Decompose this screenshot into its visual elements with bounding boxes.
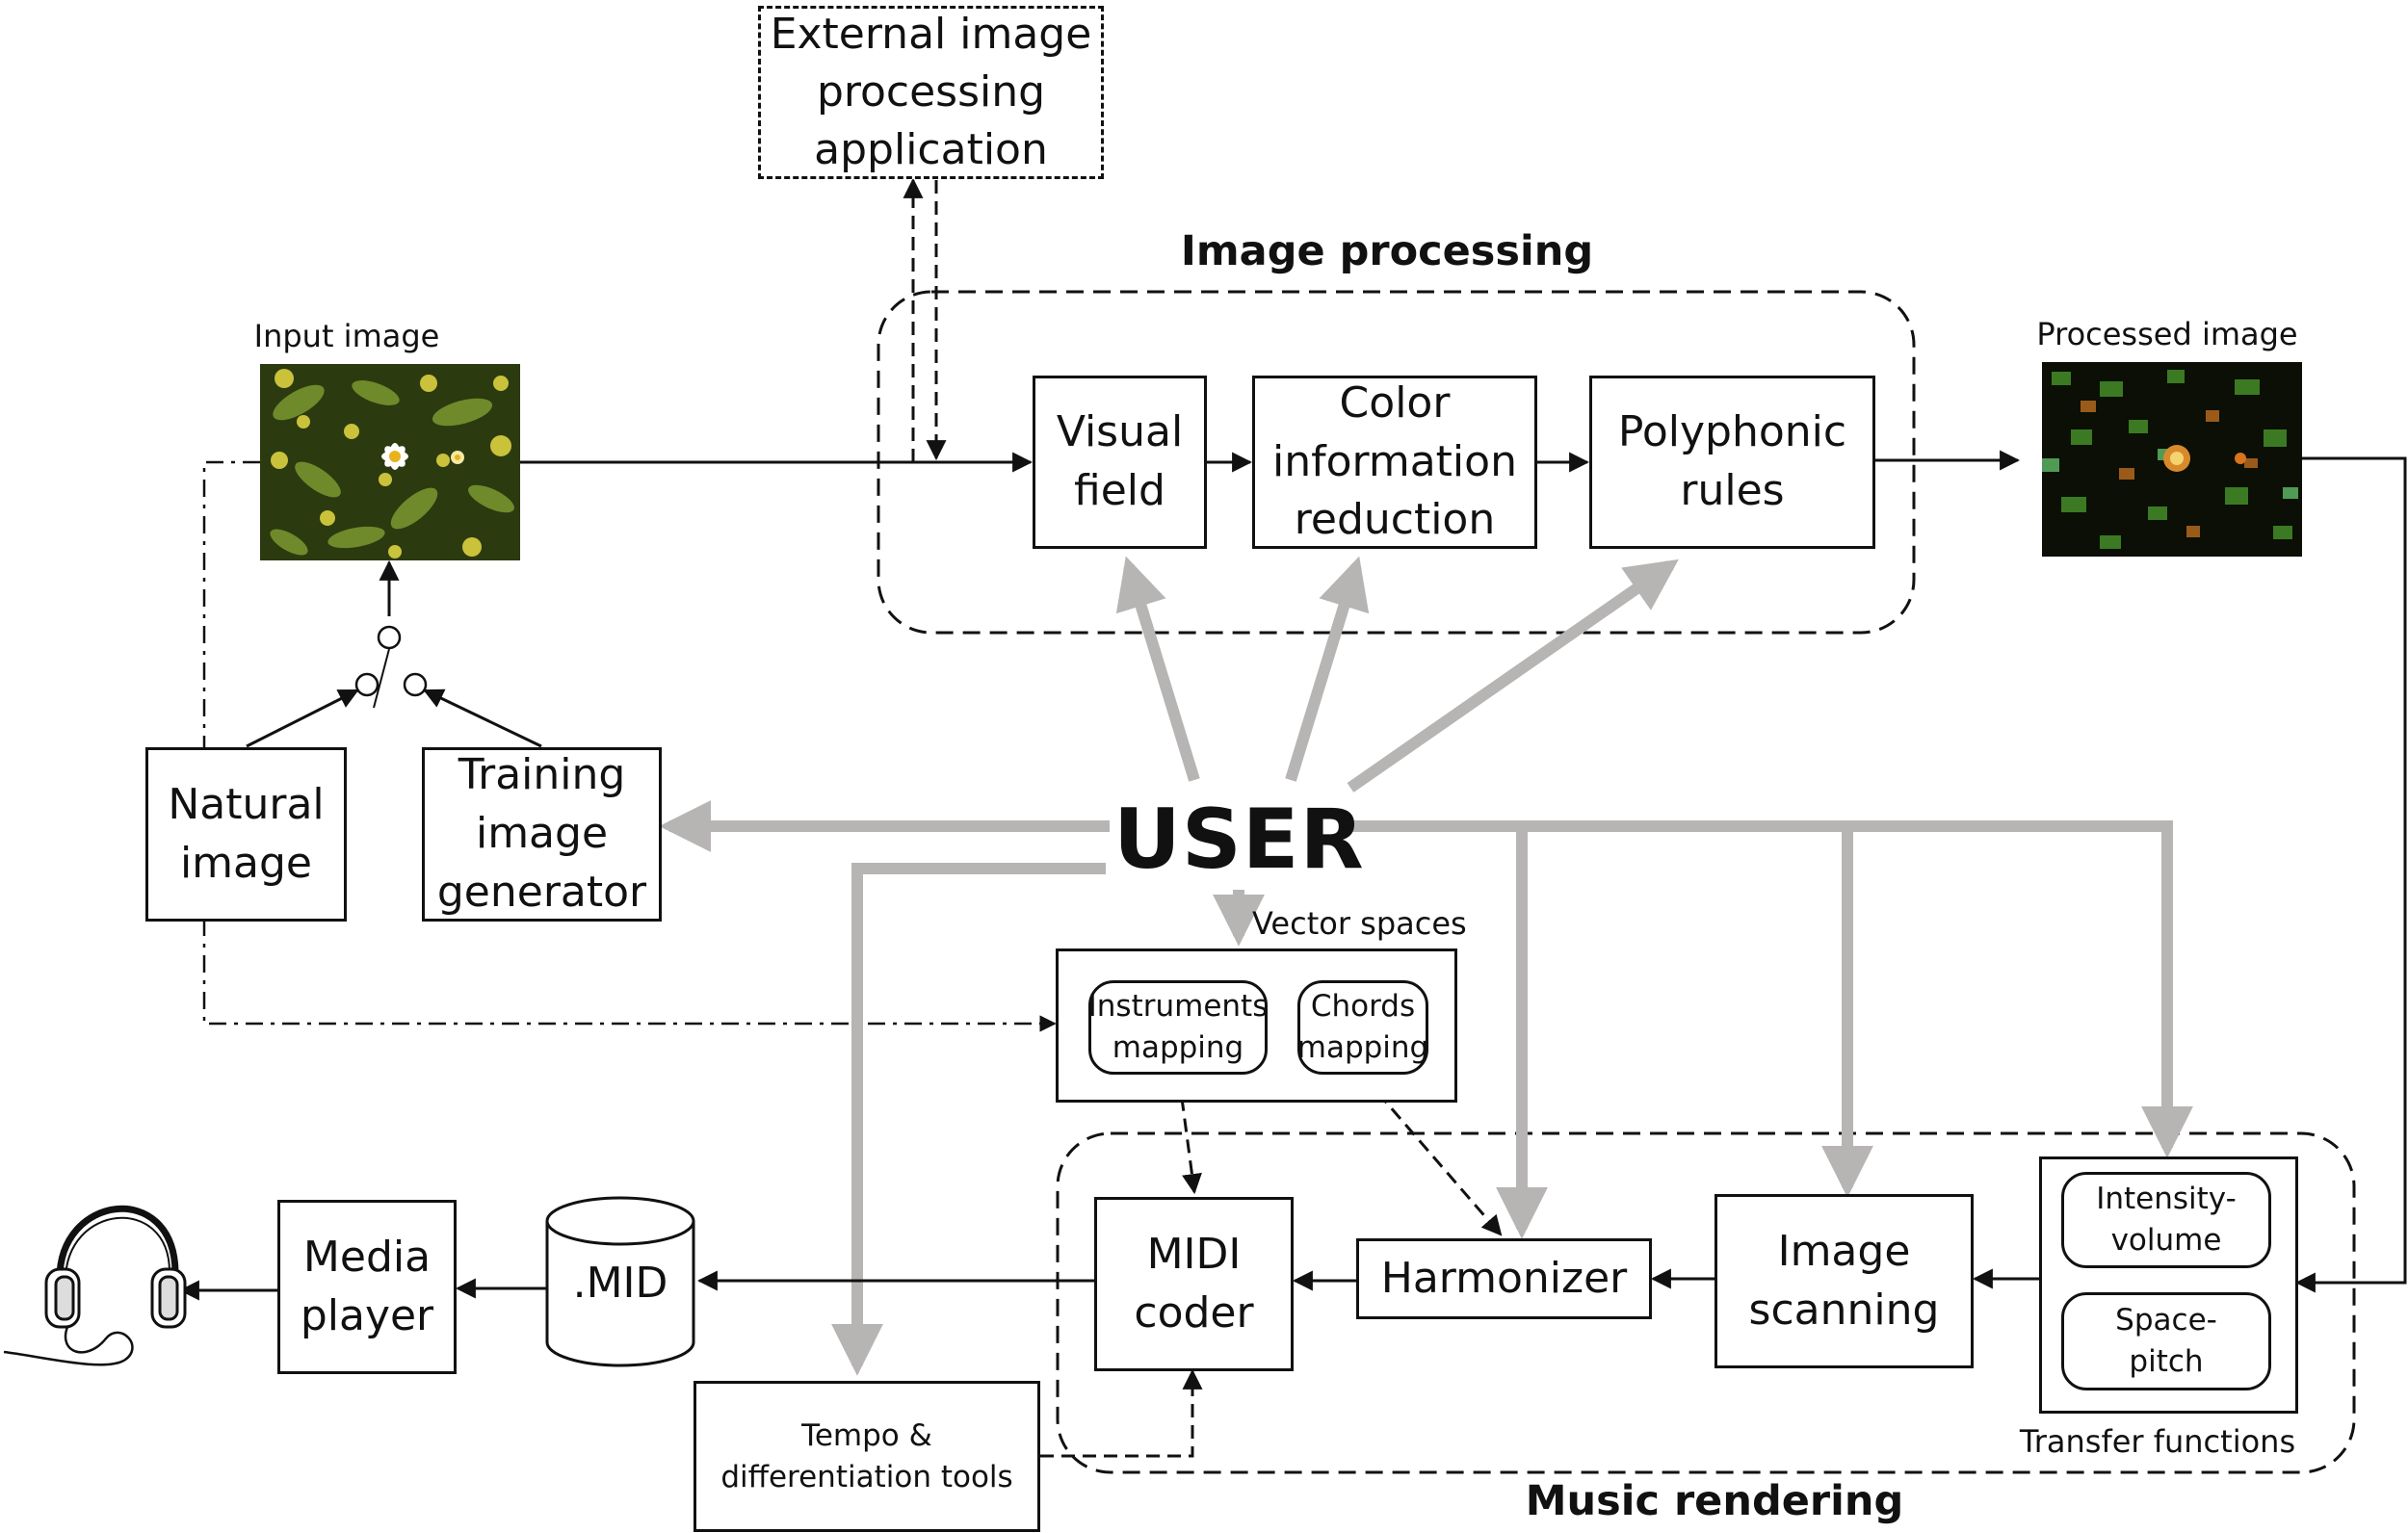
processed-image-label: Processed image	[2036, 316, 2298, 352]
image-scanning-block: Image scanning	[1714, 1194, 1974, 1368]
arrow-processed-to-transfer	[2294, 456, 2407, 1293]
vector-spaces-label: Vector spaces	[1252, 905, 1467, 942]
instruments-mapping-block: Instruments mapping	[1088, 980, 1268, 1075]
polyphonic-rules-block: Polyphonic rules	[1589, 376, 1875, 549]
arrow-chords-to-harmonizer	[1362, 1076, 1503, 1236]
image-processing-title: Image processing	[1180, 227, 1594, 275]
music-rendering-title: Music rendering	[1525, 1477, 1904, 1525]
arrow-tempo-to-midi	[1040, 1368, 1203, 1458]
natural-image-block: Natural image	[145, 747, 347, 922]
tempo-differentiation-tools-block: Tempo & differentiation tools	[694, 1381, 1040, 1532]
mid-file-cylinder	[545, 1196, 695, 1367]
headphones-icon	[3, 1205, 187, 1366]
switch-node-right	[403, 672, 428, 697]
music-rendering-group	[1056, 1131, 2356, 1474]
training-image-generator-block: Training image generator	[422, 747, 662, 922]
intensity-volume-block: Intensity- volume	[2061, 1172, 2271, 1268]
pixelated-photo-icon	[2042, 362, 2302, 557]
visual-field-block: Visual field	[1033, 376, 1207, 549]
processed-image-photo	[2042, 362, 2302, 557]
switch-node-left	[354, 672, 380, 697]
media-player-block: Media player	[277, 1200, 457, 1374]
external-image-processing-application: External image processing application	[758, 6, 1104, 179]
input-image-label: Input image	[253, 318, 440, 354]
chords-mapping-block: Chords mapping	[1297, 980, 1428, 1075]
harmonizer-block: Harmonizer	[1356, 1238, 1652, 1319]
switch-lever	[373, 648, 390, 709]
user-label: USER	[1113, 790, 1365, 890]
arrow-natural-to-switch	[246, 689, 359, 748]
arrow-training-to-switch	[423, 689, 542, 748]
transfer-functions-label: Transfer functions	[2019, 1423, 2296, 1460]
switch-node-top	[377, 625, 402, 650]
arrow-instruments-to-midi	[1177, 1076, 1202, 1195]
midi-coder-block: MIDI coder	[1094, 1197, 1294, 1371]
input-image-photo	[260, 364, 520, 560]
space-pitch-block: Space- pitch	[2061, 1292, 2271, 1390]
color-information-reduction-block: Color information reduction	[1252, 376, 1537, 549]
user-arrows	[659, 556, 2193, 1376]
mid-file-label: .MID	[572, 1259, 668, 1308]
arrow-natural-to-vector-spaces	[202, 460, 1057, 1032]
daisy-photo-icon	[260, 364, 520, 560]
